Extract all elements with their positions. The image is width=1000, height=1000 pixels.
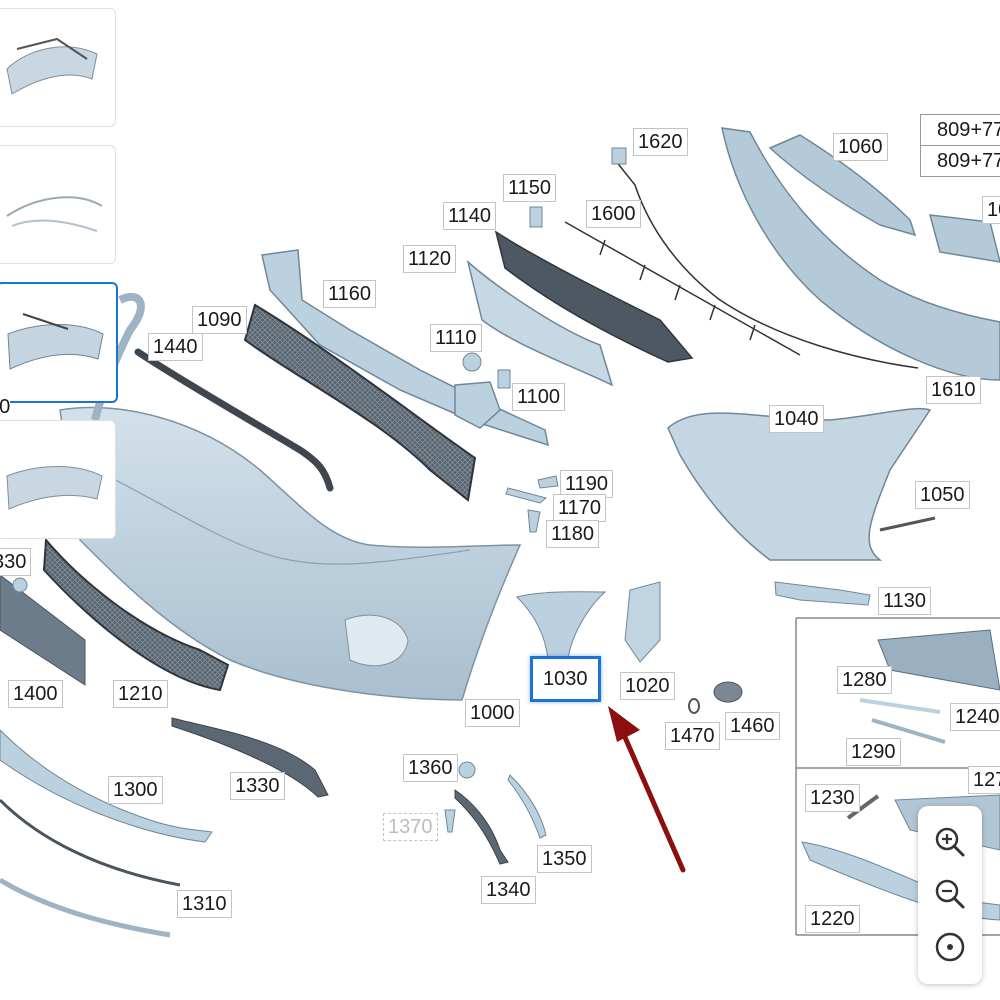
label-1170[interactable]: 1170	[553, 494, 607, 522]
grille-insert-part	[877, 629, 1000, 691]
label-1360[interactable]: 1360	[403, 754, 458, 782]
impact-absorber-part	[721, 127, 1000, 381]
label-1230[interactable]: 1230	[805, 784, 860, 812]
connector-1620-part	[611, 147, 627, 165]
label-1620[interactable]: 1620	[633, 128, 688, 156]
zoom-out-icon	[935, 879, 965, 909]
label-1280[interactable]: 1280	[837, 666, 892, 694]
clip-1100-part	[497, 369, 511, 389]
label-1400[interactable]: 1400	[8, 680, 63, 708]
dark-carrier-part	[494, 230, 694, 363]
label-1110[interactable]: 1110	[430, 324, 482, 352]
reference-table: 809+77 809+77	[920, 114, 1000, 177]
bumper-carrier-part	[667, 407, 932, 561]
pointer-arrow	[608, 706, 686, 873]
screw-1050-part	[879, 516, 936, 532]
thumbnail-4[interactable]	[0, 420, 116, 539]
label-1370[interactable]: 1370	[383, 813, 438, 841]
label-1040[interactable]: 1040	[769, 405, 824, 433]
seal-strip-part	[134, 348, 334, 492]
trim-1310b-part	[0, 877, 171, 938]
center-icon	[935, 932, 965, 962]
sensor-1460-part	[713, 681, 743, 703]
label-1120[interactable]: 1120	[403, 245, 457, 273]
label-1290[interactable]: 1290	[846, 738, 901, 766]
label-1220[interactable]: 1220	[805, 905, 860, 933]
zoom-in-button[interactable]	[930, 822, 970, 862]
label-1150[interactable]: 1150	[503, 174, 557, 202]
label-1160[interactable]: 1160	[323, 280, 377, 308]
label-1600[interactable]: 1600	[586, 200, 641, 228]
clip-1180-part	[527, 509, 541, 533]
reference-row-1: 809+77	[937, 119, 1000, 141]
label-1470[interactable]: 1470	[665, 722, 720, 750]
label-1310[interactable]: 1310	[177, 890, 232, 918]
label-1050[interactable]: 1050	[915, 481, 970, 509]
thumbnail-preview-icon	[6, 196, 103, 232]
ring-1470-part	[688, 698, 700, 714]
clip-1190-part	[505, 487, 548, 504]
label-1240[interactable]: 1240	[950, 703, 1000, 731]
thumbnail-preview-icon	[7, 313, 104, 370]
reset-view-button[interactable]	[930, 927, 970, 967]
thumbnail-preview-icon	[6, 37, 98, 95]
clip-330-part	[12, 577, 28, 593]
front-bumper-part	[59, 292, 522, 701]
bracket-1130-part	[774, 581, 871, 606]
upper-grille-part	[243, 303, 477, 502]
zoom-controls	[918, 806, 982, 984]
label-1140[interactable]: 1140	[443, 202, 497, 230]
label-1350[interactable]: 1350	[537, 845, 592, 873]
clip-1360-part	[458, 761, 476, 779]
cable-harness-part	[564, 159, 919, 369]
trim-1310-part	[0, 798, 181, 887]
thumbnail-1[interactable]	[0, 8, 116, 127]
label-1460[interactable]: 1460	[725, 712, 780, 740]
spoiler-1300-part	[0, 729, 213, 843]
label-50-partial: 50	[0, 396, 11, 419]
label-1030-selected[interactable]: 1030	[530, 656, 601, 702]
strip-1400-part	[0, 574, 86, 686]
trim-1350-part	[507, 774, 547, 839]
thumbnail-2[interactable]	[0, 145, 116, 264]
grille-frame-part	[466, 259, 614, 387]
label-127-partial[interactable]: 127	[968, 766, 1000, 794]
label-1100[interactable]: 1100	[512, 383, 566, 411]
label-330-partial[interactable]: 330	[0, 548, 32, 576]
thumbnail-3[interactable]	[0, 282, 118, 403]
trim-1290-part	[871, 718, 946, 744]
clip-1110-part	[462, 352, 482, 372]
trim-1030-part	[516, 591, 607, 661]
label-1330[interactable]: 1330	[230, 772, 285, 800]
screw-1230-part	[846, 794, 880, 820]
lower-grille-part	[42, 537, 230, 692]
label-1000[interactable]: 1000	[465, 699, 520, 727]
label-1300[interactable]: 1300	[108, 776, 163, 804]
reference-row-2: 809+77	[921, 145, 1000, 176]
clip-1170-part	[537, 475, 559, 489]
label-1610[interactable]: 1610	[926, 376, 981, 404]
label-1060[interactable]: 1060	[833, 133, 888, 161]
label-1090[interactable]: 1090	[192, 306, 247, 334]
label-1130[interactable]: 1130	[878, 587, 932, 615]
trim-1340-part	[454, 789, 509, 865]
thumbnail-preview-icon	[6, 466, 103, 510]
label-10-partial[interactable]: 10	[982, 196, 1000, 224]
clip-1370-part	[444, 809, 456, 833]
label-1210[interactable]: 1210	[113, 680, 168, 708]
label-1340[interactable]: 1340	[481, 876, 536, 904]
trim-1020-part	[624, 581, 661, 663]
trim-1330-part	[171, 717, 329, 798]
trim-1280-part	[859, 698, 941, 714]
clip-1150-part	[529, 206, 543, 228]
label-1180[interactable]: 1180	[546, 520, 600, 548]
label-1190[interactable]: 1190	[560, 470, 614, 498]
zoom-in-icon	[935, 827, 965, 857]
label-1020[interactable]: 1020	[620, 672, 675, 700]
zoom-out-button[interactable]	[930, 874, 970, 914]
bracket-1160-part	[261, 249, 549, 447]
inset-panels	[795, 617, 1000, 936]
label-1440[interactable]: 1440	[148, 333, 203, 361]
